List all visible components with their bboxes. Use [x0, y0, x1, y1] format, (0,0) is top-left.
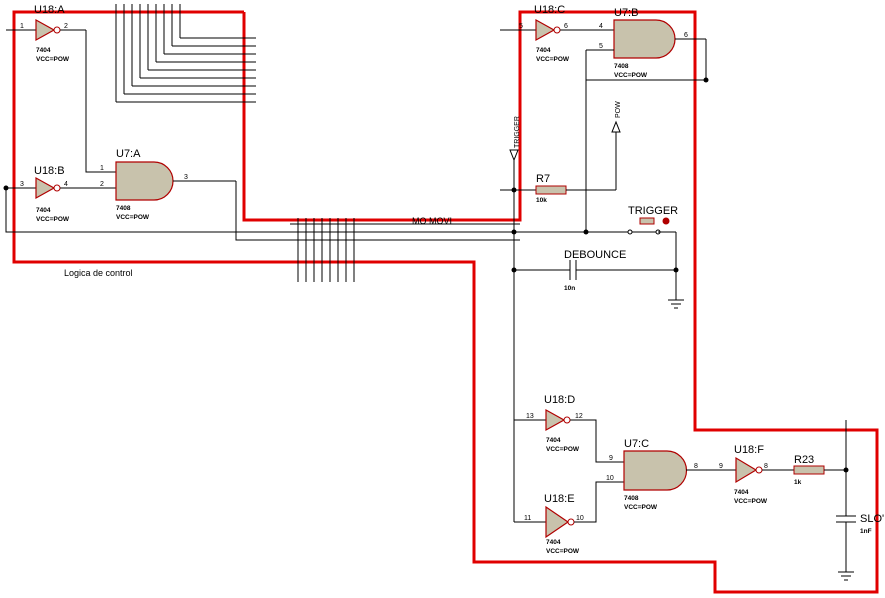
u7c-ref: U7:C — [624, 438, 649, 450]
control-logic-label: Logica de control — [64, 268, 133, 278]
r23-value: 1k — [794, 479, 802, 486]
inverter-u18b: U18:B 3 4 7404 VCC=POW — [6, 165, 116, 223]
u18c-pin-in: 5 — [519, 23, 523, 30]
u18e-ref: U18:E — [544, 493, 575, 505]
trigger-terminal-label: TRIGGER — [514, 116, 521, 148]
ground-icon — [668, 299, 684, 309]
u18b-pin-in: 3 — [20, 181, 24, 188]
resistor-r7: R7 10k — [500, 173, 616, 204]
bus-lines-top — [115, 4, 256, 103]
u18e-pin-in: 11 — [524, 515, 531, 522]
r7-value: 10k — [536, 197, 547, 204]
trigger-terminal: TRIGGER — [509, 116, 521, 522]
u18a-vcc: VCC=POW — [36, 56, 70, 63]
u18d-pin-out: 12 — [575, 413, 583, 420]
u7a-pin-in2: 2 — [100, 181, 104, 188]
capacitor-slot: SLO' 1nF — [836, 420, 884, 572]
u7a-part: 7408 — [116, 205, 131, 212]
u7b-vcc: VCC=POW — [614, 72, 648, 79]
u18b-ref: U18:B — [34, 165, 65, 177]
power-terminal: POW — [611, 101, 622, 190]
u18c-ref: U18:C — [534, 4, 565, 16]
u18b-part: 7404 — [36, 207, 51, 214]
u18e-part: 7404 — [546, 539, 561, 546]
u18d-part: 7404 — [546, 437, 561, 444]
u18c-vcc: VCC=POW — [536, 56, 570, 63]
r7-ref: R7 — [536, 173, 550, 185]
inverter-u18e: U18:E 11 10 7404 VCC=POW — [514, 481, 624, 555]
inverter-u18d: U18:D 13 12 7404 VCC=POW — [514, 394, 624, 463]
u7b-pin-out: 6 — [684, 32, 688, 39]
u7a-pin-in1: 1 — [100, 165, 104, 172]
u18d-pin-in: 13 — [526, 413, 534, 420]
u18f-part: 7404 — [734, 489, 749, 496]
slot-ref: SLO' — [860, 513, 884, 525]
u7c-part: 7408 — [624, 495, 639, 502]
u18c-pin-out: 6 — [564, 23, 568, 30]
inverter-u18a: U18:A 1 2 7404 VCC=POW — [6, 4, 86, 63]
u18a-ref: U18:A — [34, 4, 65, 16]
resistor-r23: R23 1k — [793, 454, 846, 486]
u7b-part: 7408 — [614, 63, 629, 70]
u18a-part: 7404 — [36, 47, 51, 54]
u18f-ref: U18:F — [734, 444, 764, 456]
u18d-vcc: VCC=POW — [546, 446, 580, 453]
u7a-ref: U7:A — [116, 148, 141, 160]
faint-label: MO MOVI — [412, 216, 452, 226]
u7c-pin-out: 8 — [694, 463, 698, 470]
u7c-vcc: VCC=POW — [624, 504, 658, 511]
bus-lines-middle — [290, 218, 520, 282]
trigger-button-ref: TRIGGER — [628, 205, 678, 217]
inverter-u18f: U18:F 9 8 7404 VCC=POW — [719, 444, 794, 505]
u18a-pin-out: 2 — [64, 23, 68, 30]
u18a-pin-in: 1 — [20, 23, 24, 30]
u7b-pin-in2: 5 — [599, 43, 603, 50]
trigger-button: TRIGGER — [627, 205, 678, 235]
u18f-vcc: VCC=POW — [734, 498, 768, 505]
and-gate-u7c: U7:C 9 10 8 7408 VCC=POW — [606, 438, 736, 511]
u18b-pin-out: 4 — [64, 181, 68, 188]
and-gate-u7b: U7:B 4 5 6 7408 VCC=POW — [599, 7, 706, 79]
and-gate-u7a: U7:A 1 2 3 7408 VCC=POW — [100, 148, 236, 221]
u18f-pin-in: 9 — [719, 463, 723, 470]
u7a-vcc: VCC=POW — [116, 214, 150, 221]
r23-ref: R23 — [794, 454, 814, 466]
u18f-pin-out: 8 — [764, 463, 768, 470]
debounce-ref: DEBOUNCE — [564, 249, 626, 261]
u7b-ref: U7:B — [614, 7, 638, 19]
inverter-u18c: U18:C 5 6 7404 VCC=POW — [500, 4, 614, 63]
u18e-pin-out: 10 — [576, 515, 584, 522]
power-terminal-label: POW — [615, 101, 622, 118]
u18e-vcc: VCC=POW — [546, 548, 580, 555]
u18d-ref: U18:D — [544, 394, 575, 406]
u7c-pin-in1: 9 — [609, 455, 613, 462]
debounce-value: 10n — [564, 285, 575, 292]
u18b-vcc: VCC=POW — [36, 216, 70, 223]
control-logic-border — [12, 10, 879, 594]
u7b-pin-in1: 4 — [599, 23, 603, 30]
u7a-pin-out: 3 — [184, 174, 188, 181]
u7c-pin-in2: 10 — [606, 475, 614, 482]
u18c-part: 7404 — [536, 47, 551, 54]
capacitor-debounce: DEBOUNCE 10n — [514, 249, 676, 292]
slot-value: 1nF — [860, 528, 872, 535]
ground-icon — [838, 571, 854, 581]
